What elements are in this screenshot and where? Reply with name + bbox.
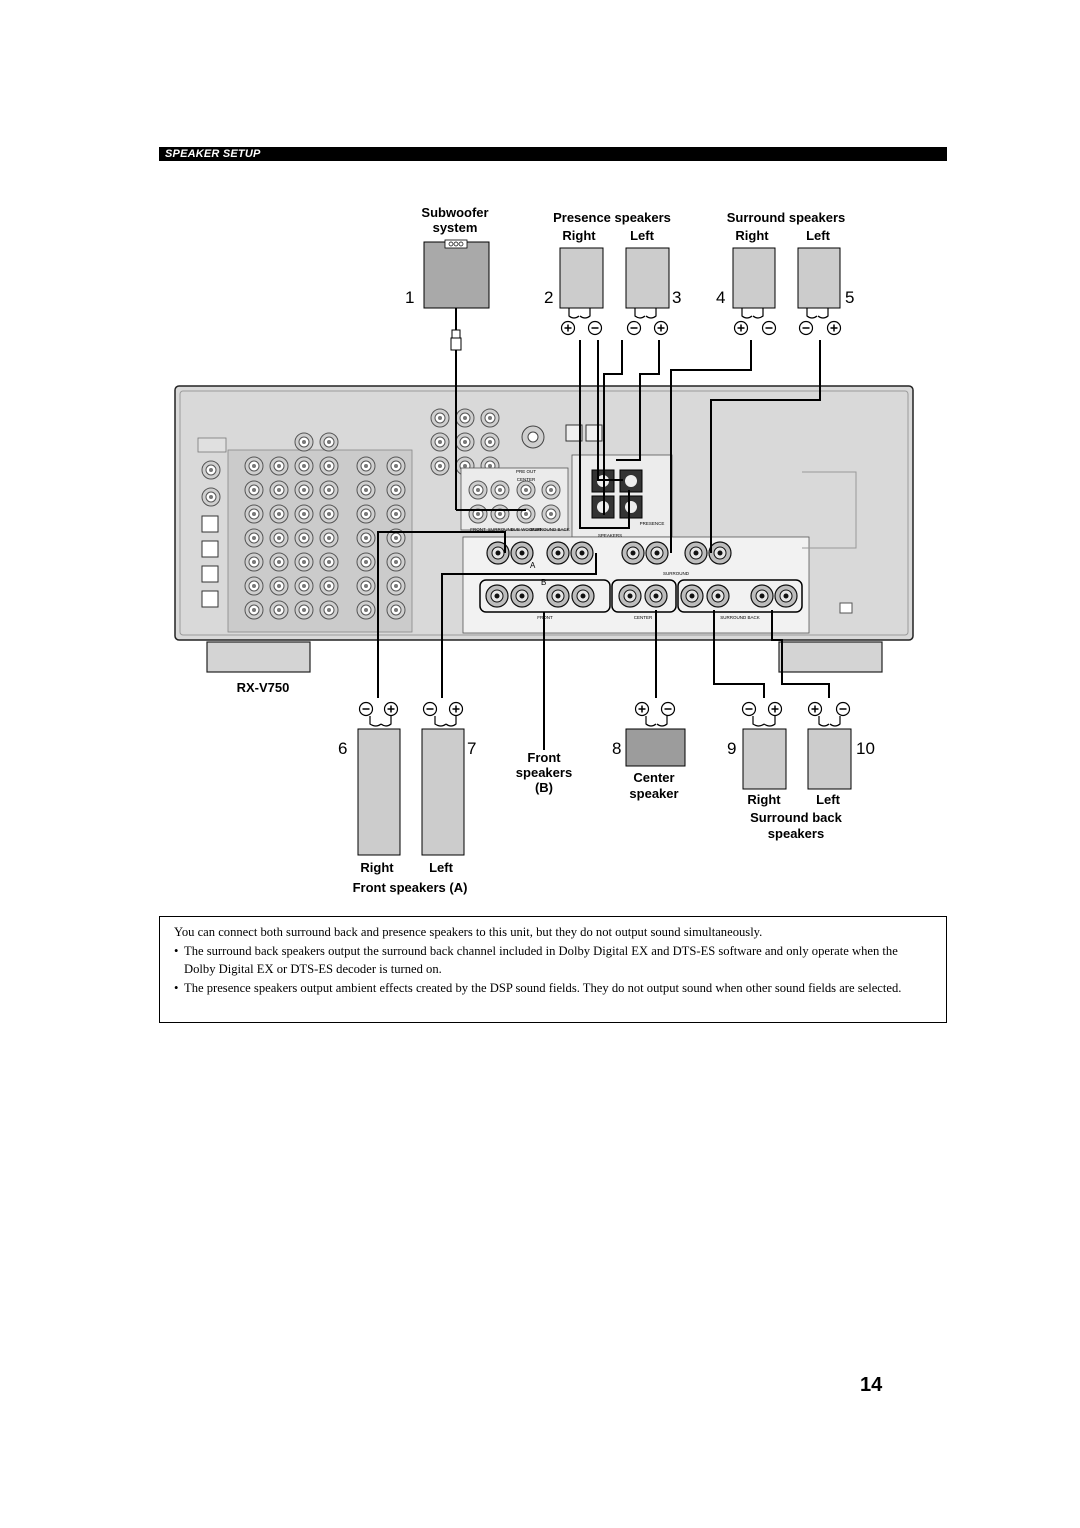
surround-back-speaker-left — [807, 701, 852, 790]
presence-small-label: PRESENCE — [640, 521, 665, 526]
center-label-line2: speaker — [629, 786, 678, 801]
speaker-wiring-diagram: PRE OUT CENTER FRONT SURROUND SUB WOOFER… — [174, 205, 914, 895]
sb-left-label: Left — [816, 792, 841, 807]
sb-label-line1: Surround back — [750, 810, 843, 825]
presence-left-number: 3 — [672, 288, 681, 307]
terminal-a-label: A — [530, 561, 536, 570]
front-a-right-number: 6 — [338, 739, 347, 758]
presence-terminals — [591, 469, 643, 519]
front-a-left-number: 7 — [467, 739, 476, 758]
front-a-caption: Front speakers (A) — [353, 880, 468, 895]
middle-jacks — [430, 408, 603, 476]
surround-right-label: Right — [735, 228, 769, 243]
sb-terminal-label: SURROUND BACK — [720, 615, 760, 620]
speakers-small-label: SPEAKERS — [598, 533, 622, 538]
presence-right-number: 2 — [544, 288, 553, 307]
sb-left-number: 10 — [856, 739, 875, 758]
subwoofer-number: 1 — [405, 288, 414, 307]
sb-right-label: Right — [747, 792, 781, 807]
presence-left-label: Left — [630, 228, 655, 243]
pre-out-label: PRE OUT — [516, 469, 536, 474]
presence-title: Presence speakers — [553, 210, 671, 225]
surround-left-label: Left — [806, 228, 831, 243]
presence-speaker-left — [625, 247, 670, 336]
note-bullets: The surround back speakers output the su… — [174, 942, 932, 998]
note-bullet-surround-back: The surround back speakers output the su… — [174, 942, 932, 979]
surround-left-number: 5 — [845, 288, 854, 307]
note-intro: You can connect both surround back and p… — [174, 925, 763, 939]
center-small-label: CENTER — [517, 477, 536, 482]
surround-speaker-left — [797, 247, 842, 336]
subwoofer-cable — [450, 308, 526, 511]
surround-right-number: 4 — [716, 288, 725, 307]
front-b-line3: (B) — [535, 780, 553, 795]
bottom-speaker-wires — [377, 531, 830, 750]
surround-speaker-right — [732, 247, 777, 336]
front-a-left-label: Left — [429, 860, 454, 875]
front-a-right-label: Right — [360, 860, 394, 875]
pre-out-subwoofer-label: SUB WOOFER — [511, 527, 543, 532]
front-speaker-a-right — [357, 701, 401, 856]
surround-terminal-label: SURROUND — [663, 571, 690, 576]
sb-label-line2: speakers — [768, 826, 824, 841]
center-number: 8 — [612, 739, 621, 758]
page-number: 14 — [860, 1374, 883, 1396]
center-label-line1: Center — [633, 770, 674, 785]
subwoofer-label-line1: Subwoofer — [421, 205, 488, 220]
pre-out-surround-label: SURROUND — [488, 527, 515, 532]
pre-out-front-label: FRONT — [470, 527, 486, 532]
center-terminal-label: CENTER — [634, 615, 653, 620]
receiver-rear-panel: PRE OUT CENTER FRONT SURROUND SUB WOOFER… — [174, 385, 914, 673]
front-terminal-label: FRONT — [537, 615, 553, 620]
section-title: SPEAKER SETUP — [165, 148, 261, 160]
note-bullet-presence: The presence speakers output ambient eff… — [174, 979, 932, 998]
subwoofer-box — [423, 239, 490, 309]
top-speaker-wires — [579, 340, 821, 553]
front-b-line1: Front — [527, 750, 561, 765]
subwoofer-label-line2: system — [433, 220, 478, 235]
presence-speaker-right — [559, 247, 604, 336]
terminal-b-label: B — [541, 578, 546, 587]
section-header-bar: SPEAKER SETUP — [159, 147, 947, 161]
front-speaker-a-left — [421, 701, 465, 856]
sb-right-number: 9 — [727, 739, 736, 758]
surround-back-speaker-right — [741, 701, 787, 790]
pre-out-sb-label: SURROUND BACK — [530, 527, 570, 532]
model-label: RX-V750 — [237, 680, 290, 695]
surround-title: Surround speakers — [727, 210, 846, 225]
optical-ports — [201, 515, 219, 608]
note-box: You can connect both surround back and p… — [159, 916, 947, 1023]
presence-right-label: Right — [562, 228, 596, 243]
front-b-line2: speakers — [516, 765, 572, 780]
center-speaker — [625, 701, 686, 767]
